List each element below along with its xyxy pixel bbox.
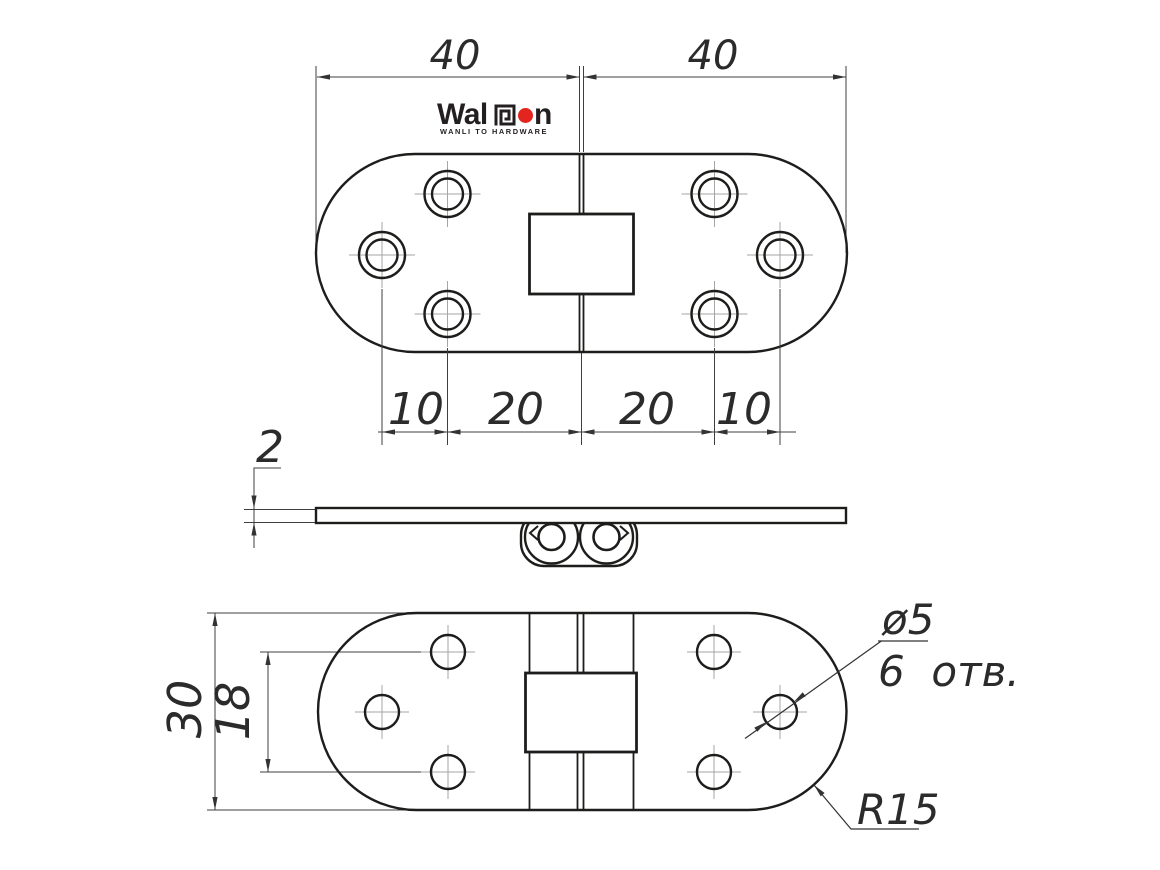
- hinge-pin-right: [592, 522, 621, 552]
- dim-18-label: 18: [206, 682, 260, 741]
- bottom-view: 30 18: [158, 595, 1020, 834]
- arrowhead: [212, 613, 218, 626]
- arrowhead: [212, 797, 218, 810]
- arrowhead: [833, 74, 846, 80]
- dimension-line-thickness: [253, 467, 281, 548]
- hole-bottom-right: [687, 745, 741, 799]
- arrowhead: [434, 429, 448, 435]
- arrowhead: [317, 74, 330, 80]
- label-hole-diameter: ø5: [881, 595, 934, 644]
- top-view: 40 40: [314, 33, 849, 445]
- screw-hole-top-left: [414, 161, 481, 227]
- logo-wordmark-wal: Wal: [437, 98, 488, 131]
- arrowhead: [793, 692, 806, 702]
- top-view-center-knuckle: [528, 212, 635, 296]
- hole-top-left: [421, 625, 475, 679]
- dim-2-label: 2: [256, 422, 284, 473]
- arrowhead: [814, 785, 825, 797]
- arrowhead: [767, 429, 780, 435]
- arrowhead: [583, 74, 597, 80]
- logo-wordmark-n: n: [534, 98, 552, 131]
- hole-top-right: [687, 625, 741, 679]
- arrowhead: [581, 429, 595, 435]
- logo-maze-icon: [494, 104, 516, 126]
- bottom-view-center-knuckle: [524, 671, 638, 754]
- logo-dot-icon: [518, 108, 533, 123]
- screw-hole-bottom-right: [681, 281, 748, 347]
- dim-10-left-label: 10: [388, 384, 444, 435]
- arrowhead: [265, 652, 271, 665]
- arrowhead: [701, 429, 715, 435]
- hole-mid-right: [753, 685, 807, 739]
- arrowhead: [568, 429, 582, 435]
- leader-line-hole-diameter: [744, 640, 883, 739]
- dim-40-right-label: 40: [688, 33, 739, 79]
- label-end-radius: R15: [857, 785, 940, 834]
- arrowhead: [251, 495, 257, 509]
- hole-bottom-left: [421, 745, 475, 799]
- hole-mid-left: [355, 685, 409, 739]
- side-view-plate: [314, 506, 848, 525]
- dim-20-right-label: 20: [619, 384, 675, 435]
- top-view-outline: [314, 152, 849, 354]
- screw-hole-mid-right: [747, 222, 813, 288]
- arrowhead: [382, 429, 395, 435]
- leader-line-end-radius: [813, 784, 919, 830]
- curl-end-notch-left: [528, 525, 539, 541]
- dim-10-right-label: 10: [716, 384, 772, 435]
- arrowhead: [754, 722, 767, 732]
- arrowhead: [714, 429, 728, 435]
- arrowhead: [447, 429, 461, 435]
- arrowhead: [566, 74, 580, 80]
- label-hole-count: 6 отв.: [878, 647, 1020, 696]
- screw-hole-bottom-left: [414, 281, 481, 347]
- brand-logo: Wal n WANLI TO HARDWARE: [437, 98, 552, 136]
- dim-20-left-label: 20: [488, 384, 544, 435]
- screw-hole-top-right: [681, 161, 748, 227]
- arrowhead: [265, 759, 271, 772]
- curl-end-notch-right: [619, 525, 630, 541]
- arrowhead: [251, 522, 257, 536]
- dim-30-label: 30: [158, 680, 212, 739]
- logo-tagline: WANLI TO HARDWARE: [440, 127, 548, 136]
- screw-hole-mid-left: [349, 222, 415, 288]
- side-view: 2: [244, 422, 848, 568]
- hinge-pin-left: [537, 522, 566, 552]
- dim-40-left-label: 40: [430, 33, 481, 79]
- bottom-view-outline: [316, 611, 848, 812]
